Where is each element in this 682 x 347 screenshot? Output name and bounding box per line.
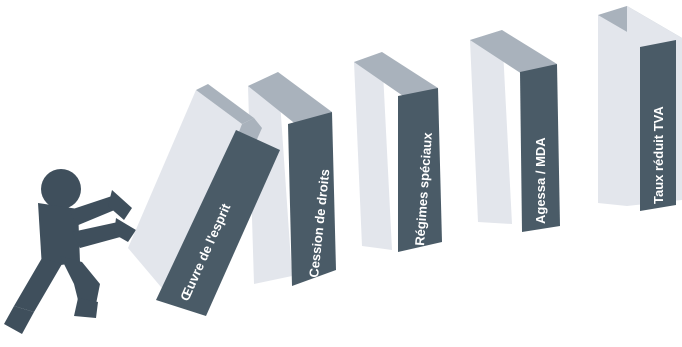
figure-head — [41, 169, 81, 209]
domino-front — [598, 6, 627, 206]
domino-label: Taux réduit TVA — [651, 106, 666, 204]
domino-label: Agessa / MDA — [533, 137, 548, 224]
domino-4: Agessa / MDA — [470, 30, 560, 232]
figure-leg-front — [60, 256, 100, 304]
pushing-person-icon — [4, 169, 136, 334]
domino-5: Taux réduit TVA — [598, 6, 682, 211]
domino-3: Régimes spéciaux — [354, 52, 442, 252]
figure-hand-upper — [108, 190, 132, 220]
figure-leg-back — [14, 258, 62, 312]
